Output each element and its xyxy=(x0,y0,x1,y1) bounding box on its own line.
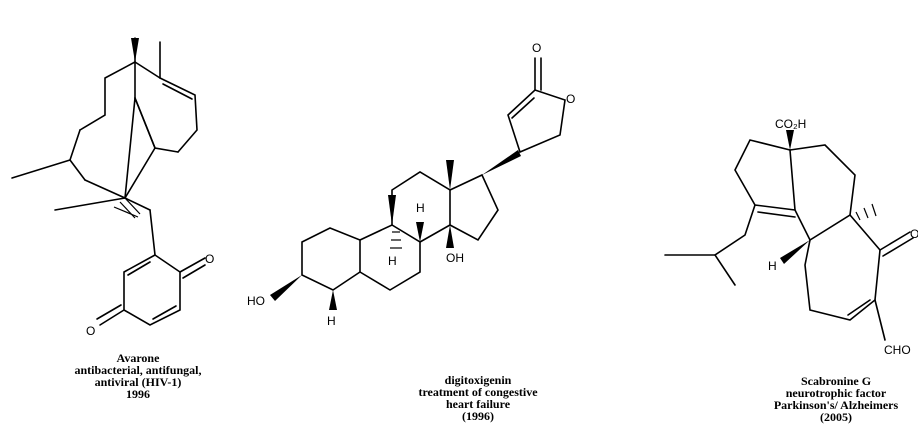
digitoxigenin-line-3: (1996) xyxy=(462,409,494,423)
avarone-name: Avarone xyxy=(116,351,160,365)
digitoxigenin-structure: HO H H H OH O O xyxy=(247,41,575,328)
digitoxigenin-h-9: H xyxy=(388,254,397,268)
caption-scabronine: Scabronine G neurotrophic factor Parkins… xyxy=(756,375,916,423)
digitoxigenin-name: digitoxigenin xyxy=(444,373,512,387)
caption-avarone: Avarone antibacterial, antifungal, antiv… xyxy=(48,352,228,400)
digitoxigenin-ho: HO xyxy=(247,294,265,308)
digitoxigenin-h-8: H xyxy=(416,201,425,215)
digitoxigenin-carbonyl-o: O xyxy=(532,41,541,55)
avarone-structure: O O xyxy=(11,37,214,338)
scabronine-oxygen: O xyxy=(910,227,918,241)
scabronine-line-1: neurotrophic factor xyxy=(785,386,887,400)
scabronine-line-3: (2005) xyxy=(820,410,852,424)
avarone-oxygen-1: O xyxy=(205,252,214,266)
caption-digitoxigenin: digitoxigenin treatment of congestive he… xyxy=(378,374,578,422)
scabronine-co2h: CO₂H xyxy=(775,117,806,131)
digitoxigenin-line-1: treatment of congestive xyxy=(418,385,538,399)
digitoxigenin-ring-o: O xyxy=(566,92,575,106)
digitoxigenin-oh: OH xyxy=(446,251,464,265)
scabronine-name: Scabronine G xyxy=(800,374,872,388)
scabronine-cho: CHO xyxy=(884,343,911,357)
digitoxigenin-line-2: heart failure xyxy=(445,397,511,411)
avarone-oxygen-2: O xyxy=(86,324,95,338)
scabronine-g-structure: CO₂H H O CHO xyxy=(664,117,918,357)
avarone-line-1: antibacterial, antifungal, xyxy=(74,363,202,377)
scabronine-h: H xyxy=(768,259,777,273)
digitoxigenin-h-5: H xyxy=(327,314,336,328)
avarone-line-3: 1996 xyxy=(126,387,150,401)
avarone-line-2: antiviral (HIV-1) xyxy=(94,375,182,389)
scabronine-line-2: Parkinson's/ Alzheimers xyxy=(773,398,899,412)
